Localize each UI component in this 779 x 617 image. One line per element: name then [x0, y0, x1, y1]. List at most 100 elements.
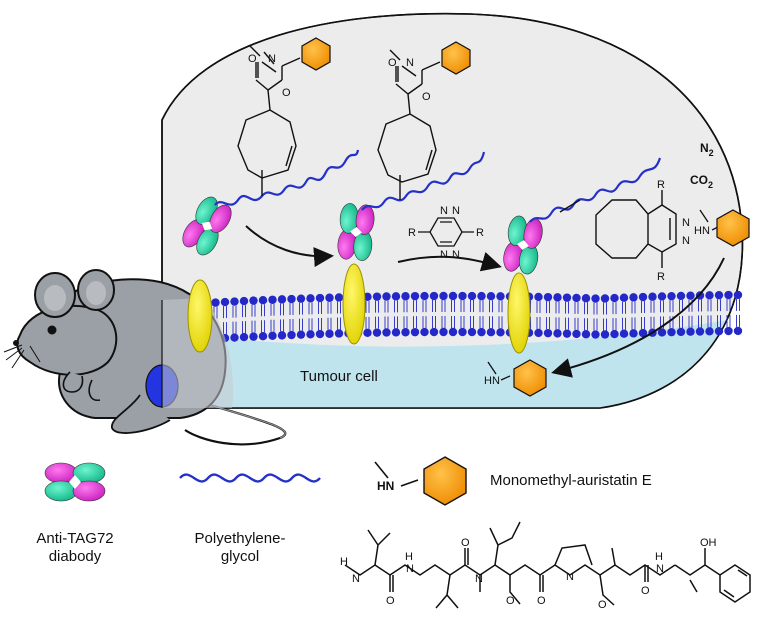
arrow-click-reaction [397, 251, 502, 272]
tag72-receptors [187, 263, 531, 354]
lipid-tail [422, 300, 427, 329]
lipid-tail [460, 300, 465, 329]
lipid-head [724, 326, 733, 336]
lipid-head [287, 294, 296, 304]
lipid-head [287, 330, 296, 340]
lipid-tail [327, 301, 332, 330]
lipid-tail [451, 300, 455, 329]
receptor [342, 263, 366, 345]
cytoplasm [162, 318, 743, 409]
lipid-tail [365, 300, 370, 329]
lipid-tail [593, 302, 598, 331]
legend-peg [179, 473, 321, 483]
lipid-tail [270, 303, 275, 332]
svg-text:N: N [566, 571, 574, 583]
svg-text:H: H [405, 551, 413, 563]
lipid-head [372, 292, 382, 301]
svg-text:N: N [452, 249, 460, 261]
lipid-head [467, 291, 477, 301]
lipid-head [619, 329, 629, 338]
lipid-tail [479, 300, 484, 329]
tumour-cell-label: Tumour cell [300, 368, 378, 385]
lipid-tail [736, 298, 740, 327]
receptor [507, 272, 531, 354]
lipid-head [553, 329, 562, 338]
lipid-head [714, 326, 724, 336]
legend-peg-label-line2: glycol [220, 548, 260, 565]
lipid-head [268, 295, 277, 304]
lipid-head [562, 293, 572, 302]
lipid-head [534, 328, 543, 338]
lipid-head [572, 293, 581, 303]
lipid-head [581, 294, 591, 303]
drug-hexagon [441, 41, 471, 75]
diabody-free [182, 196, 232, 256]
arrow-internalization [551, 257, 725, 378]
lipid-tail [261, 304, 265, 333]
lipid-head [534, 292, 543, 302]
svg-text:O: O [386, 595, 395, 607]
tetrazine [418, 217, 474, 247]
lipid-head [325, 293, 334, 302]
internalized-drug-hexagon [513, 359, 547, 397]
lipid-tail [242, 305, 246, 334]
lipid-head [477, 327, 486, 337]
lipid-head [211, 298, 220, 307]
lipid-head [277, 331, 287, 340]
svg-text:O: O [282, 87, 291, 99]
svg-text:H: H [340, 556, 348, 568]
svg-text:N: N [406, 563, 414, 575]
svg-text:OH: OH [700, 537, 717, 549]
lipid-head [429, 291, 439, 301]
lipid-head [306, 330, 315, 339]
lipid-tail [584, 302, 588, 331]
svg-text:N: N [682, 217, 690, 229]
lipid-tail [603, 302, 607, 331]
lipid-head [543, 292, 553, 302]
legend-diabody-label-line2: diabody [48, 548, 102, 565]
lipid-tail [413, 300, 417, 329]
lipid-tail [555, 301, 560, 330]
lipid-head [401, 292, 410, 301]
lipid-head [638, 328, 648, 338]
lipid-tail [251, 304, 256, 333]
lipid-tail [717, 299, 721, 328]
lipid-head [667, 327, 676, 337]
lipid-head [638, 292, 648, 302]
lipid-tail [622, 301, 626, 330]
lipid-head [676, 327, 686, 337]
lipid-head [382, 292, 391, 301]
svg-text:N: N [452, 205, 460, 217]
linkers [261, 170, 581, 213]
svg-text:O: O [248, 53, 257, 65]
lipid-head [600, 294, 610, 303]
lipid-head [391, 328, 401, 337]
lipid-head [296, 294, 306, 303]
lipid-tail [669, 300, 674, 329]
lipid-head [268, 331, 277, 340]
lipid-head [600, 330, 610, 339]
svg-text:N: N [440, 249, 448, 261]
lipid-head [667, 291, 676, 301]
lipid-head [657, 292, 667, 301]
svg-text:HN: HN [694, 225, 710, 237]
lipid-head [410, 327, 420, 337]
legend-peg-label-line1: Polyethylene- [194, 530, 286, 547]
lipid-tail [308, 302, 313, 331]
lipid-head [239, 296, 249, 306]
lipid-head [733, 290, 743, 300]
lipid-head [496, 292, 505, 301]
lipid-head [581, 330, 591, 339]
svg-text:O: O [506, 595, 515, 607]
svg-text:N: N [440, 205, 448, 217]
lipid-head [334, 329, 344, 338]
released-drug-hexagon [716, 209, 750, 247]
lipid-tail [432, 300, 436, 329]
svg-text:O: O [388, 57, 397, 69]
lipid-head [695, 327, 705, 336]
lipid-tail [536, 300, 541, 329]
lipid-head [429, 327, 439, 337]
lipid-head [382, 328, 391, 337]
drug-hexagon [301, 37, 331, 71]
